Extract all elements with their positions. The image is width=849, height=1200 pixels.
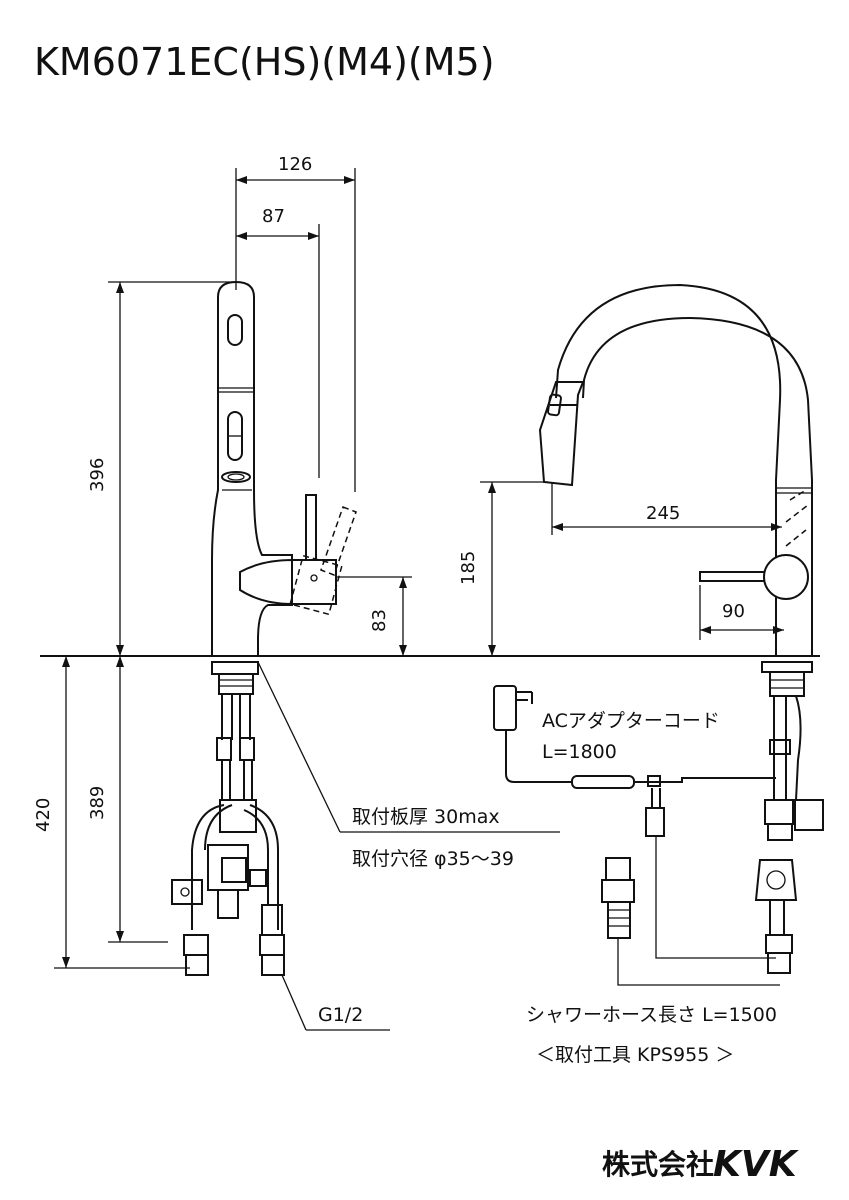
ac-adapter: ACアダプターコード L=1800 (493, 685, 776, 837)
mounting-tool (601, 836, 780, 986)
brand-mark: 株式会社 KVK (602, 1144, 800, 1185)
model-title: KM6071EC(HS)(M4)(M5) (34, 40, 495, 84)
mounting-tool-label: ＜取付工具 KPS955 ＞ (536, 1044, 734, 1066)
ac-cord-label-1: ACアダプターコード (542, 710, 720, 732)
left-annotations: 取付板厚 30max 取付穴径 φ35～39 G1/2 (257, 661, 560, 1031)
side-view-faucet (171, 280, 357, 976)
company-name: 株式会社 (602, 1148, 714, 1181)
kvk-logo: KVK (713, 1144, 800, 1185)
plate-thickness-label: 取付板厚 30max (352, 806, 500, 828)
dim-389: 389 (87, 786, 108, 820)
hole-diameter-label: 取付穴径 φ35～39 (352, 848, 514, 870)
dim-90: 90 (722, 601, 745, 622)
dim-396: 396 (87, 458, 108, 492)
dim-420: 420 (33, 798, 54, 832)
dim-185: 185 (458, 551, 479, 585)
front-view-faucet (538, 283, 824, 974)
dim-126: 126 (278, 154, 312, 175)
right-dimensions: 185 245 90 (458, 481, 784, 656)
thread-label: G1/2 (318, 1004, 363, 1026)
dim-83: 83 (369, 609, 390, 632)
shower-hose-label: シャワーホース長さ L=1500 (526, 1004, 777, 1026)
dim-245: 245 (646, 503, 680, 524)
left-dimensions: 126 87 396 83 420 389 (33, 154, 412, 969)
ac-cord-label-2: L=1800 (542, 741, 617, 763)
dim-87: 87 (262, 206, 285, 227)
